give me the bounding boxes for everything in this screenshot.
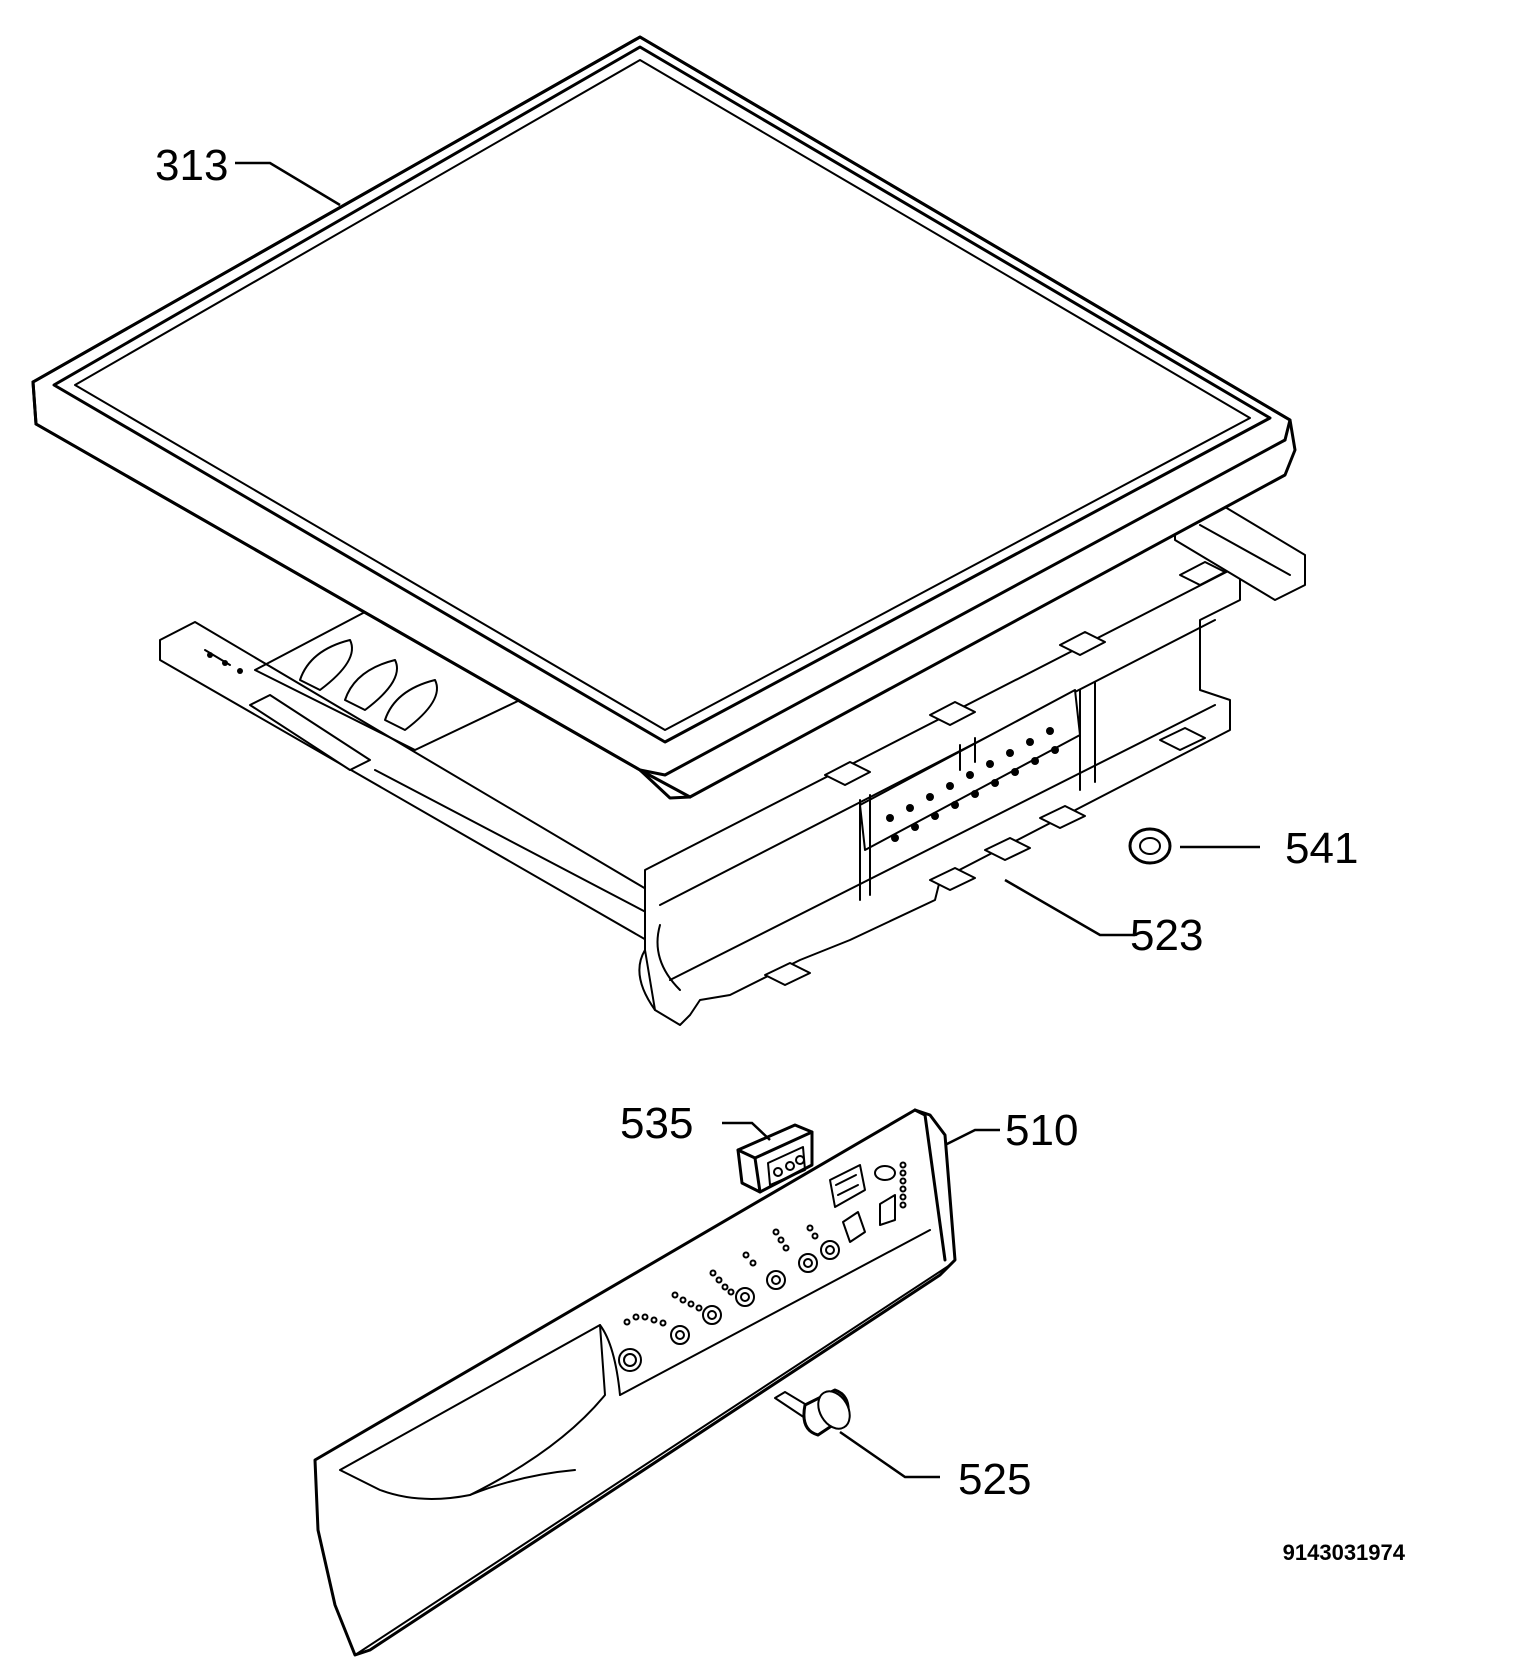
washer-part [1128, 827, 1172, 865]
callout-535: 535 [620, 1099, 693, 1148]
control-frame-part [159, 494, 1306, 1026]
callout-523: 523 [1130, 911, 1203, 960]
panel-indicator-dots [623, 1161, 907, 1327]
callout-525: 525 [958, 1455, 1031, 1504]
knob-part [774, 1388, 851, 1437]
frame-perforations [886, 727, 1059, 842]
display-module-part [736, 1123, 814, 1194]
document-number: 9143031974 [1283, 1540, 1406, 1565]
leader-line-523 [1004, 878, 1135, 937]
leader-line-525 [839, 1430, 940, 1479]
worktop-part [31, 35, 1297, 800]
control-panel-part [313, 1108, 957, 1657]
leader-line-510 [944, 1128, 1000, 1147]
callout-313: 313 [155, 141, 228, 190]
leader-line-535 [722, 1121, 771, 1141]
callout-541: 541 [1285, 824, 1358, 873]
leader-line-313 [235, 161, 341, 207]
callout-510: 510 [1005, 1106, 1078, 1155]
